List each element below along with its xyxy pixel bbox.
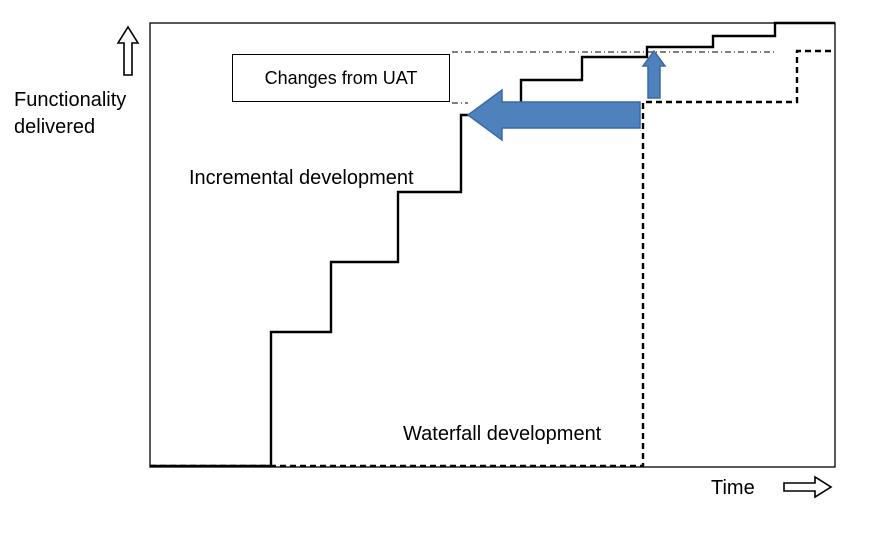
time-saved-arrow: [466, 88, 641, 142]
waterfall-development-label: Waterfall development: [403, 423, 602, 445]
waterfall-line: [150, 49, 835, 468]
changes-from-uat-label: Changes from UAT: [264, 67, 418, 88]
changes-from-uat-box: Changes from UAT: [232, 54, 450, 102]
functionality-gain-arrow: [641, 49, 667, 99]
y-axis-label-line1: Functionality: [14, 89, 127, 111]
right-hollow-arrow-icon: [783, 475, 833, 499]
incremental-development-label: Incremental development: [189, 167, 414, 189]
up-hollow-arrow-icon: [116, 25, 140, 76]
x-axis-label: Time: [711, 477, 755, 499]
incremental-line: [150, 21, 835, 468]
y-axis-label-line2: delivered: [14, 116, 96, 138]
